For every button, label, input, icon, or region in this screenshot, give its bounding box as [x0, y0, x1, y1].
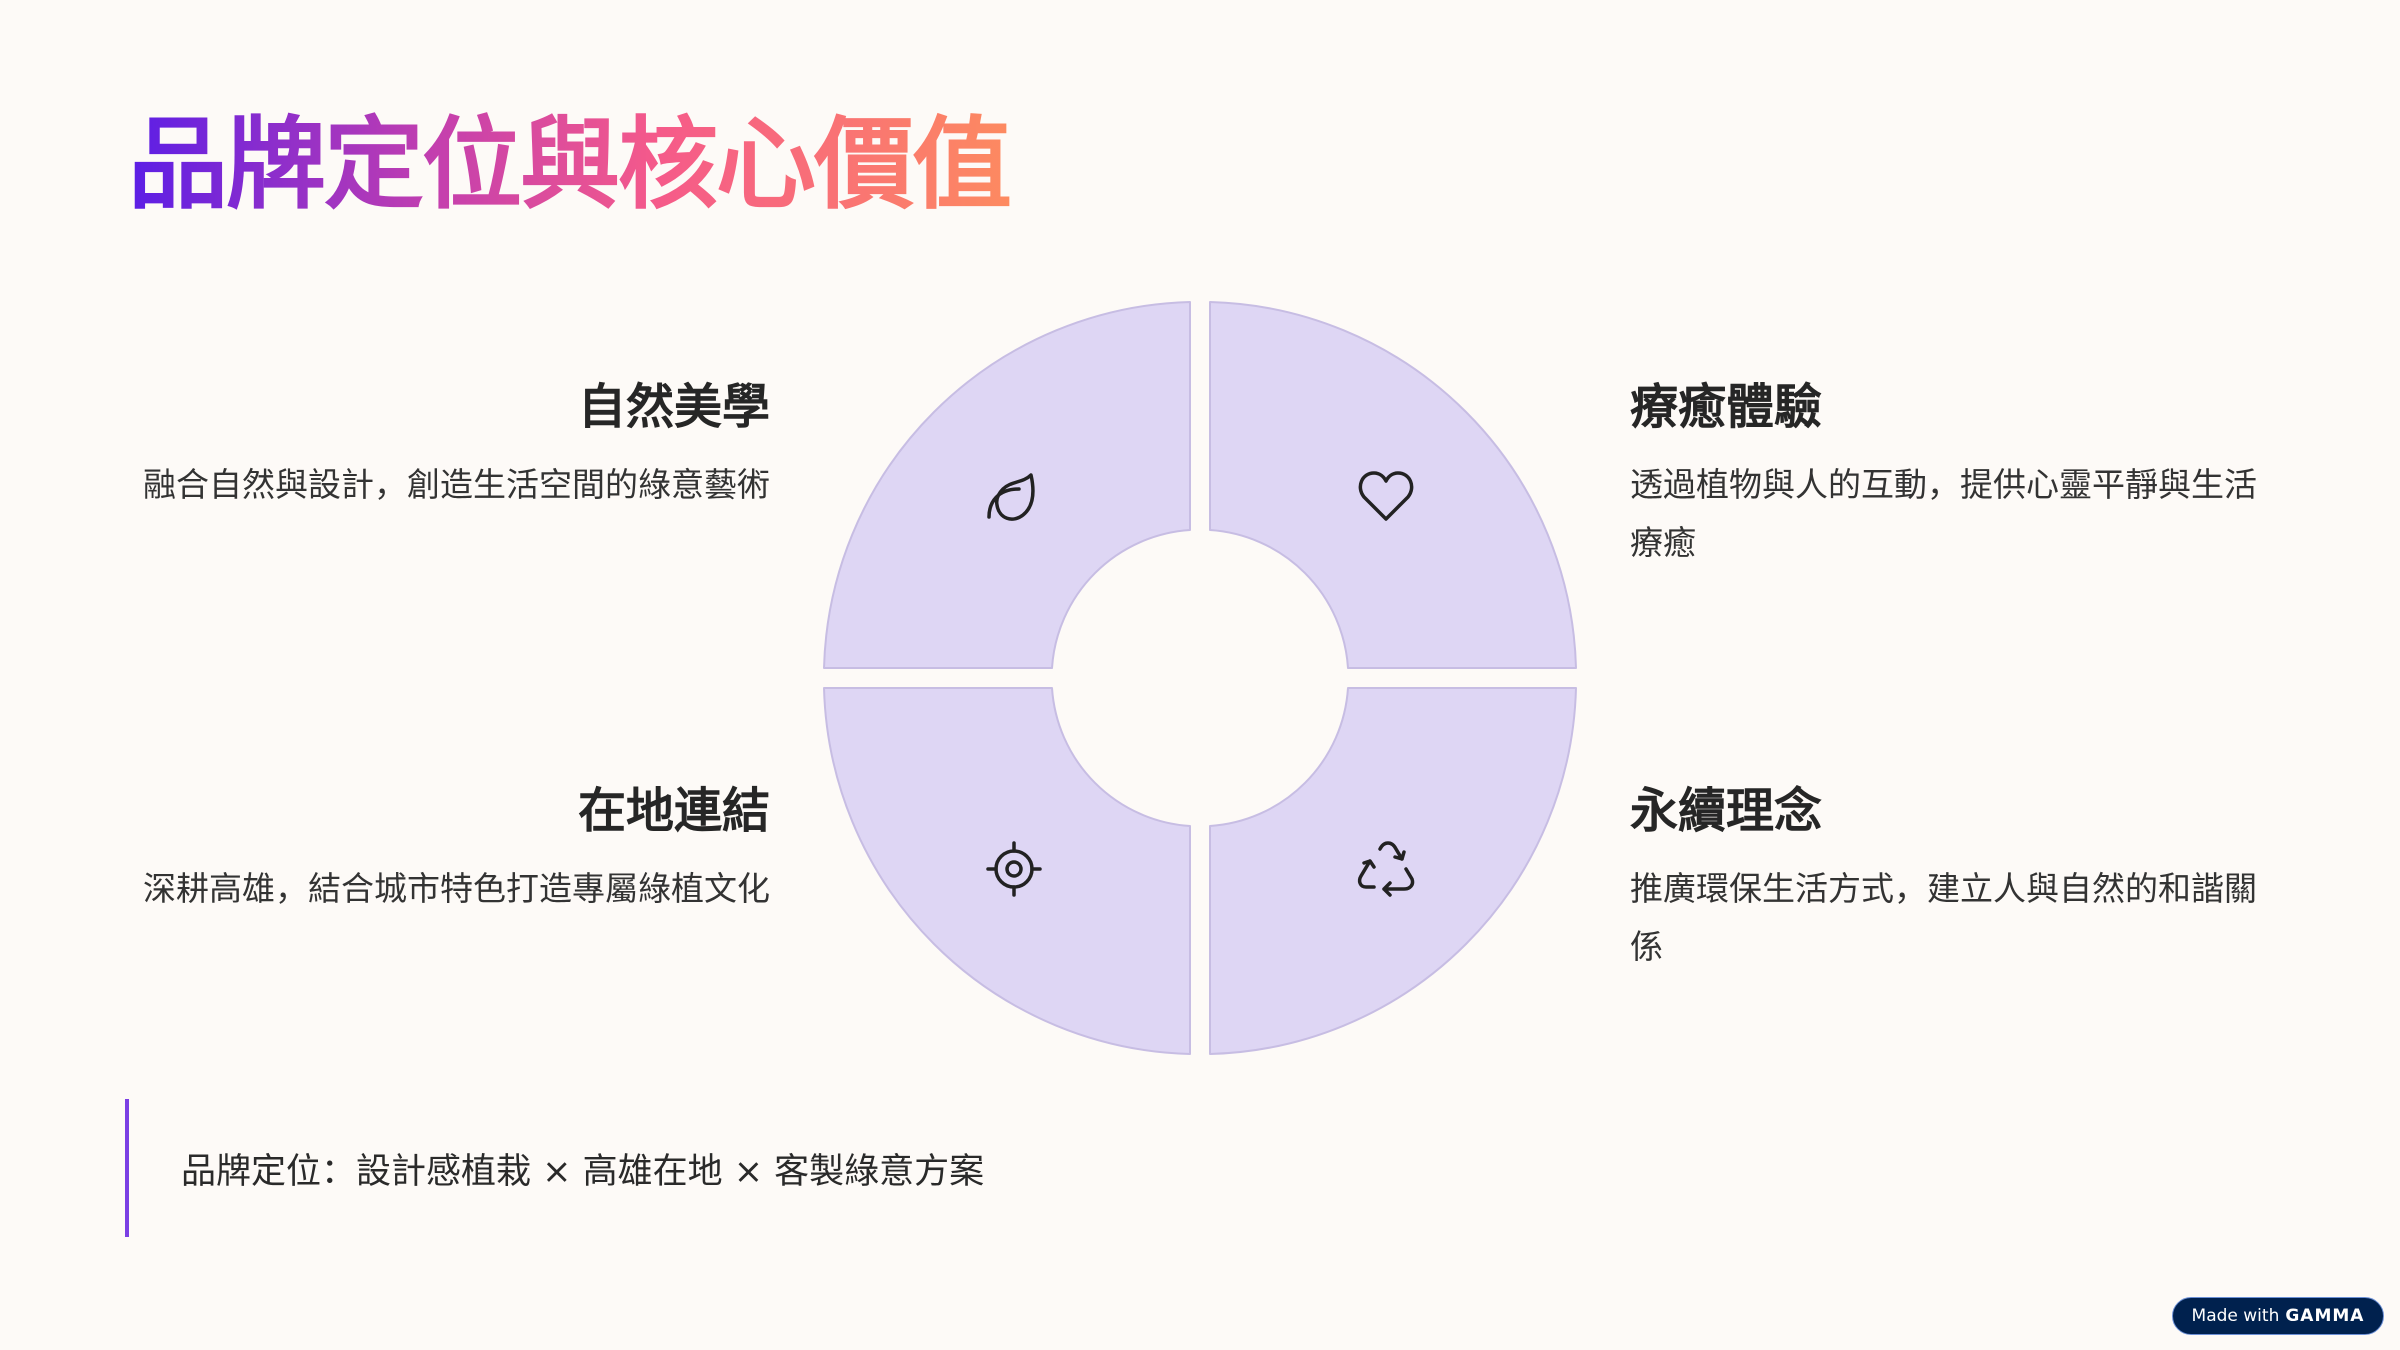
made-with-gamma-badge[interactable]: Made with GAMMA: [2172, 1297, 2384, 1335]
value-description: 推廣環保生活方式，建立人與自然的和諧關係: [1630, 869, 2257, 966]
value-description: 融合自然與設計，創造生活空間的綠意藝術: [143, 465, 770, 504]
value-heading: 自然美學: [577, 379, 770, 435]
recycle-icon: [1357, 841, 1415, 897]
value-description: 深耕高雄，結合城市特色打造專屬綠植文化: [143, 869, 770, 908]
value-healing-experience: 療癒體驗 透過植物與人的互動，提供心靈平靜與生活療癒: [1630, 372, 2270, 572]
value-local-connection: 在地連結 深耕高雄，結合城市特色打造專屬綠植文化: [130, 776, 770, 918]
value-heading: 療癒體驗: [1630, 379, 1823, 435]
value-natural-aesthetics: 自然美學 融合自然與設計，創造生活空間的綠意藝術: [130, 372, 770, 514]
heart-icon: [1358, 471, 1414, 521]
gamma-logo: GAMMA: [2285, 1306, 2365, 1326]
segment-top-right: [1209, 301, 1577, 669]
quote-text: 品牌定位：設計感植栽 × 高雄在地 × 客製綠意方案: [181, 1151, 985, 1192]
segment-bottom-right: [1209, 687, 1577, 1055]
value-heading: 永續理念: [1630, 783, 1823, 839]
leaf-icon: [987, 473, 1035, 521]
page-title: 品牌定位與核心價值: [128, 100, 1012, 230]
location-target-icon: [986, 841, 1042, 897]
value-sustainability: 永續理念 推廣環保生活方式，建立人與自然的和諧關係: [1630, 776, 2270, 976]
value-description: 透過植物與人的互動，提供心靈平靜與生活療癒: [1630, 465, 2257, 562]
badge-prefix: Made with: [2191, 1306, 2280, 1326]
value-heading: 在地連結: [577, 783, 770, 839]
brand-positioning-quote: 品牌定位：設計感植栽 × 高雄在地 × 客製綠意方案: [125, 1099, 984, 1237]
